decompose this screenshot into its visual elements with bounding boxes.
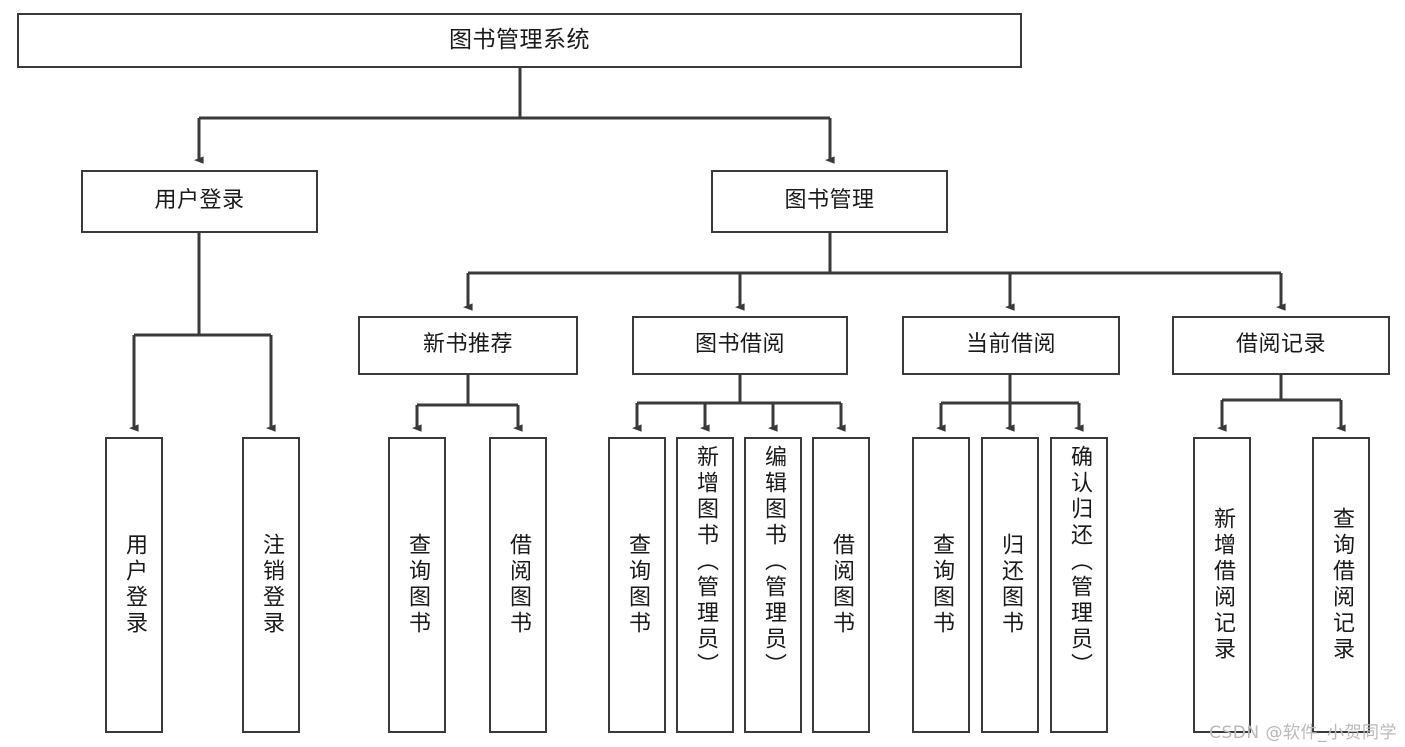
leaf-borrow-book[interactable]: 借阅图书	[812, 437, 870, 733]
leaf-add-borrow-record[interactable]: 新增借阅记录	[1193, 437, 1251, 733]
leaf-query-book-borrow-label: 查询图书	[624, 533, 650, 637]
leaf-edit-book-admin[interactable]: 编辑图书（管理员）	[744, 437, 802, 733]
node-current-borrow[interactable]: 当前借阅	[902, 316, 1120, 375]
node-user-login-label: 用户登录	[154, 188, 245, 214]
leaf-query-book-current-label: 查询图书	[928, 533, 954, 637]
watermark-text: CSDN @软件_小贺同学	[1209, 723, 1397, 743]
node-book-borrow-label: 图书借阅	[694, 332, 785, 358]
leaf-confirm-return-admin[interactable]: 确认归还（管理员）	[1050, 437, 1108, 733]
leaf-query-book-newbook[interactable]: 查询图书	[388, 437, 446, 733]
leaf-logout-label: 注销登录	[258, 533, 284, 637]
node-new-book-recommend[interactable]: 新书推荐	[358, 316, 578, 375]
leaf-query-book-newbook-label: 查询图书	[404, 533, 430, 637]
node-borrow-records-label: 借阅记录	[1235, 332, 1326, 358]
leaf-add-book-admin[interactable]: 新增图书（管理员）	[676, 437, 734, 733]
node-book-management[interactable]: 图书管理	[711, 170, 948, 233]
node-book-borrow[interactable]: 图书借阅	[632, 316, 848, 375]
leaf-borrow-book-newbook-label: 借阅图书	[505, 533, 531, 637]
leaf-query-borrow-record[interactable]: 查询借阅记录	[1312, 437, 1370, 733]
leaf-query-book-current[interactable]: 查询图书	[912, 437, 970, 733]
leaf-query-book-borrow[interactable]: 查询图书	[608, 437, 666, 733]
leaf-confirm-return-admin-label: 确认归还（管理员）	[1066, 445, 1092, 679]
leaf-add-borrow-record-label: 新增借阅记录	[1209, 507, 1235, 663]
node-root[interactable]: 图书管理系统	[17, 13, 1022, 68]
node-current-borrow-label: 当前借阅	[965, 332, 1056, 358]
node-book-management-label: 图书管理	[784, 188, 875, 214]
node-new-book-recommend-label: 新书推荐	[422, 332, 513, 358]
node-borrow-records[interactable]: 借阅记录	[1172, 316, 1390, 375]
leaf-query-borrow-record-label: 查询借阅记录	[1328, 507, 1354, 663]
leaf-borrow-book-label: 借阅图书	[828, 533, 854, 637]
leaf-return-book[interactable]: 归还图书	[981, 437, 1039, 733]
leaf-borrow-book-newbook[interactable]: 借阅图书	[489, 437, 547, 733]
leaf-logout[interactable]: 注销登录	[242, 437, 300, 733]
leaf-return-book-label: 归还图书	[997, 533, 1023, 637]
leaf-add-book-admin-label: 新增图书（管理员）	[692, 445, 718, 679]
node-user-login[interactable]: 用户登录	[81, 170, 318, 233]
node-root-label: 图书管理系统	[449, 26, 590, 53]
leaf-edit-book-admin-label: 编辑图书（管理员）	[760, 445, 786, 679]
leaf-user-login-label: 用户登录	[121, 533, 147, 637]
leaf-user-login[interactable]: 用户登录	[105, 437, 163, 733]
